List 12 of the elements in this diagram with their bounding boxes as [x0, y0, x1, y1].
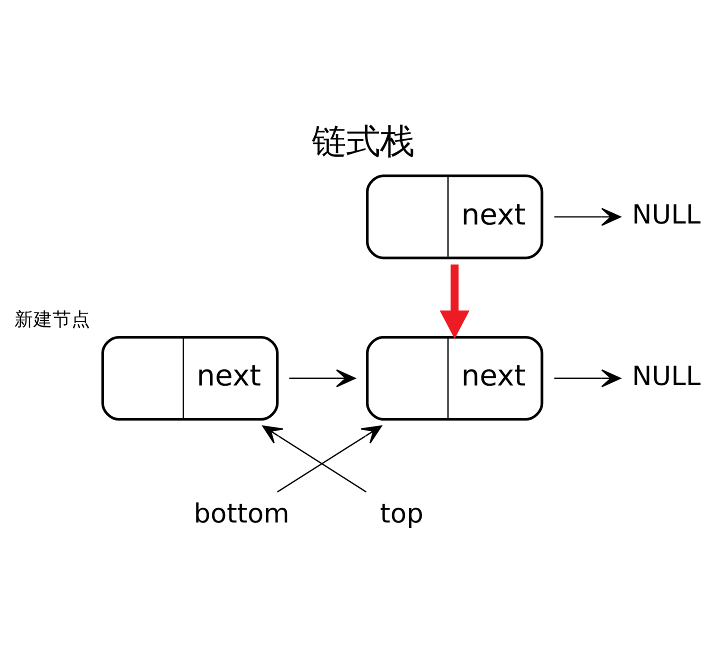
arrow — [277, 425, 382, 492]
arrow — [554, 208, 622, 226]
node-label: 新建节点 — [14, 310, 90, 331]
node-text: NULL — [632, 360, 701, 392]
node-text: bottom — [194, 498, 290, 530]
arrow — [262, 425, 367, 492]
node-text: top — [380, 498, 424, 530]
arrow — [554, 369, 622, 388]
arrow — [440, 264, 470, 339]
node-text: NULL — [632, 199, 701, 230]
arrow — [289, 369, 356, 388]
diagram-title: 链式栈 — [312, 122, 414, 162]
